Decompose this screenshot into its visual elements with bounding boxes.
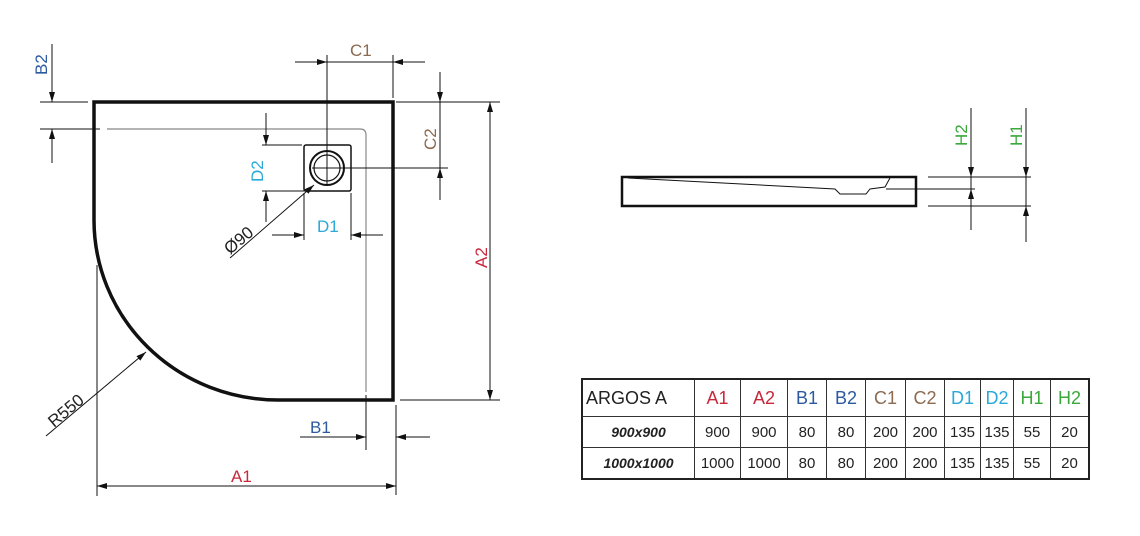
side-view: [620, 108, 1031, 242]
label-h2: H2: [952, 124, 971, 146]
header-d1: D1: [944, 378, 981, 417]
dimensions-table: ARGOS A A1 A2 B1 B2 C1 C2 D1 D2 H1 H2 90…: [581, 378, 1090, 480]
header-d2: D2: [980, 378, 1014, 417]
tray-outline: [92, 100, 395, 402]
inner-rim: [107, 128, 367, 392]
value-cell: 1000: [694, 447, 741, 480]
header-b2: B2: [826, 378, 866, 417]
label-b2: B2: [32, 54, 51, 75]
value-cell: 80: [787, 416, 827, 448]
slope-profile: [627, 177, 891, 195]
label-d2: D2: [248, 160, 267, 182]
table-row: 1000x1000 1000 1000 80 80 200 200 135 13…: [581, 447, 1090, 480]
value-cell: 80: [826, 416, 866, 448]
tray-side: [620, 175, 918, 208]
value-cell: 900: [740, 416, 788, 448]
header-a1: A1: [694, 378, 741, 417]
value-cell: 1000: [740, 447, 788, 480]
header-h2: H2: [1050, 378, 1090, 417]
table-title: ARGOS A: [581, 378, 695, 417]
value-cell: 20: [1050, 416, 1090, 448]
label-a1: A1: [231, 467, 252, 486]
value-cell: 80: [826, 447, 866, 480]
header-h1: H1: [1013, 378, 1051, 417]
value-cell: 135: [944, 416, 981, 448]
table-header-row: ARGOS A A1 A2 B1 B2 C1 C2 D1 D2 H1 H2: [581, 378, 1090, 417]
value-cell: 900: [694, 416, 741, 448]
label-d1: D1: [317, 217, 339, 236]
value-cell: 135: [980, 416, 1014, 448]
value-cell: 55: [1013, 416, 1051, 448]
value-cell: 135: [944, 447, 981, 480]
label-c2: C2: [421, 128, 440, 150]
label-b1: B1: [310, 418, 331, 437]
value-cell: 55: [1013, 447, 1051, 480]
value-cell: 200: [865, 416, 906, 448]
label-radius: R550: [44, 390, 87, 431]
value-cell: 20: [1050, 447, 1090, 480]
label-a2: A2: [472, 247, 491, 268]
model-cell: 1000x1000: [581, 447, 695, 480]
value-cell: 135: [980, 447, 1014, 480]
header-c2: C2: [905, 378, 945, 417]
label-diameter: Ø90: [220, 223, 257, 258]
header-c1: C1: [865, 378, 906, 417]
plan-view: [40, 44, 500, 496]
table-row: 900x900 900 900 80 80 200 200 135 135 55…: [581, 416, 1090, 448]
label-h1: H1: [1007, 124, 1026, 146]
value-cell: 200: [905, 447, 945, 480]
header-b1: B1: [787, 378, 827, 417]
label-c1: C1: [350, 41, 372, 60]
value-cell: 200: [865, 447, 906, 480]
header-a2: A2: [740, 378, 788, 417]
model-cell: 900x900: [581, 416, 695, 448]
value-cell: 80: [787, 447, 827, 480]
value-cell: 200: [905, 416, 945, 448]
